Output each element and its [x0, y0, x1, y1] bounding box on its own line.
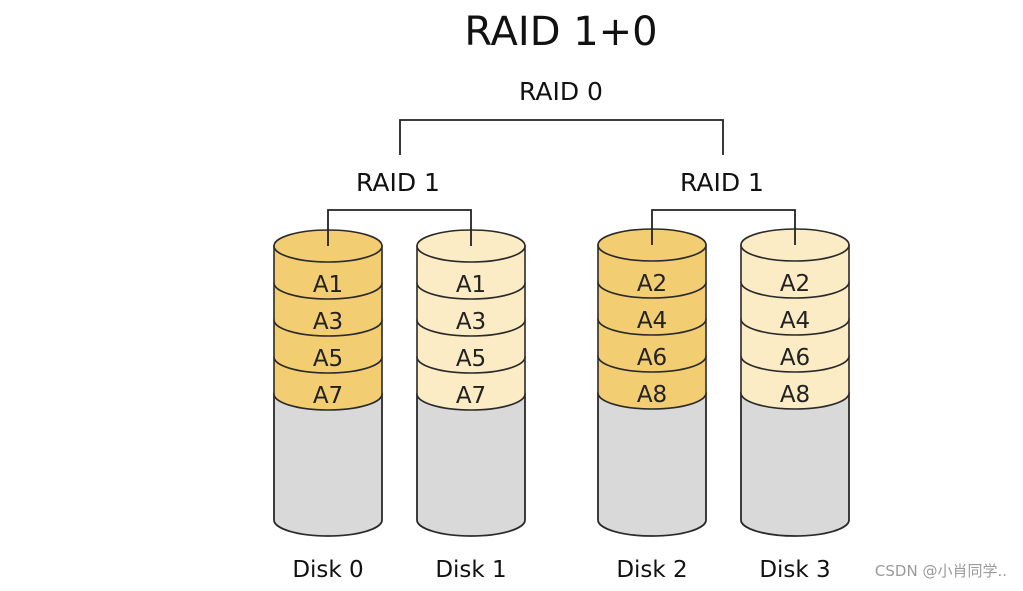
block-label: A1 — [313, 272, 343, 298]
raid1-label-right: RAID 1 — [680, 168, 764, 197]
watermark: CSDN @小肖同学.. — [874, 562, 1007, 580]
block-label: A8 — [637, 382, 667, 408]
disk-label: Disk 3 — [759, 557, 830, 583]
disk-free-space — [597, 392, 707, 537]
block-label: A3 — [456, 309, 486, 335]
disk-label: Disk 0 — [292, 557, 363, 583]
block-label: A7 — [456, 383, 486, 409]
block-label: A4 — [780, 308, 810, 334]
block-label: A2 — [780, 271, 810, 297]
block-label: A7 — [313, 383, 343, 409]
block-label: A5 — [313, 346, 343, 372]
raid1-connector — [651, 209, 796, 245]
block-label: A1 — [456, 272, 486, 298]
disk-free-space — [416, 393, 526, 537]
raid1-connector — [327, 209, 472, 246]
raid1-label-left: RAID 1 — [356, 168, 440, 197]
raid0-connector — [399, 119, 724, 155]
block-label: A8 — [780, 382, 810, 408]
disk-free-space — [273, 393, 383, 537]
block-label: A4 — [637, 308, 667, 334]
block-label: A6 — [780, 345, 810, 371]
block-label: A3 — [313, 309, 343, 335]
raid0-label: RAID 0 — [519, 77, 603, 106]
disk-label: Disk 2 — [616, 557, 687, 583]
diagram-title: RAID 1+0 — [464, 9, 657, 55]
block-label: A6 — [637, 345, 667, 371]
block-label: A5 — [456, 346, 486, 372]
disk-free-space — [740, 392, 850, 537]
block-label: A2 — [637, 271, 667, 297]
disk-label: Disk 1 — [435, 557, 506, 583]
